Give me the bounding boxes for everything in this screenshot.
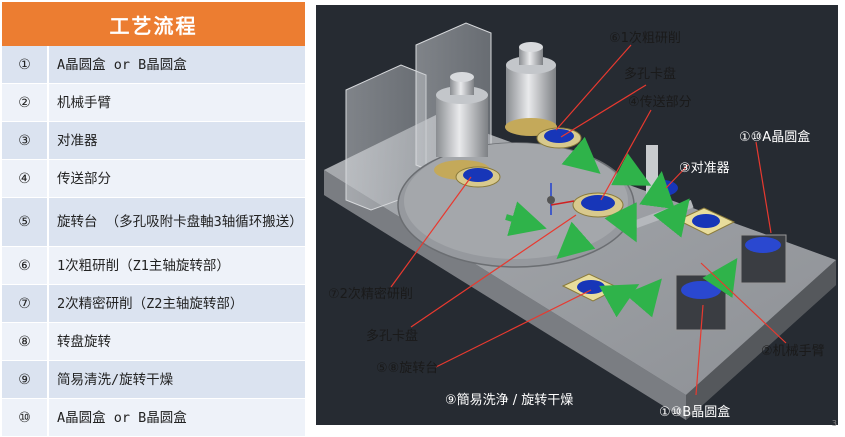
turntable-axis bbox=[547, 183, 575, 215]
fine-grinding-spindle bbox=[434, 72, 490, 180]
row-text: 简易清洗/旋转干燥 bbox=[57, 371, 174, 388]
row-number: ② bbox=[2, 84, 49, 121]
row-number: ⑥ bbox=[2, 247, 49, 284]
label-rough-grinding: ⑥1次粗研削 bbox=[609, 31, 681, 46]
flow-arrows bbox=[505, 136, 738, 318]
label-fine-grinding: ⑦2次精密研削 bbox=[328, 287, 413, 302]
label-aligner: ③对准器 bbox=[679, 161, 730, 176]
table-row: ② 机械手臂 bbox=[2, 84, 305, 122]
label-turntable: ⑤⑧旋转台 bbox=[376, 361, 439, 376]
row-text: 旋转台 （多孔吸附卡盘軸3轴循环搬送） bbox=[57, 214, 303, 230]
table-row: ⑥ 1次粗研削（Z1主轴旋转部） bbox=[2, 247, 305, 285]
row-text: 转盘旋转 bbox=[57, 333, 111, 350]
table-title: 工艺流程 bbox=[2, 2, 305, 46]
table-row: ⑨ 简易清洗/旋转干燥 bbox=[2, 361, 305, 399]
process-table: 工艺流程 ① A晶圆盒 or B晶圆盒 ② 机械手臂 ③ 对准器 ④ 传送部分 ⑤ 旋转台 （多孔… bbox=[2, 2, 305, 437]
table-rows: ① A晶圆盒 or B晶圆盒 ② 机械手臂 ③ 对准器 ④ 传送部分 ⑤ 旋转台 （多孔吸附卡盘軸… bbox=[2, 46, 305, 437]
label-cassette-a: ①⑩A晶圆盒 bbox=[739, 130, 811, 145]
row-number: ⑨ bbox=[2, 361, 49, 398]
leader-lines bbox=[390, 44, 787, 396]
table-row: ⑦ 2次精密研削（Z2主轴旋转部） bbox=[2, 285, 305, 323]
table-row: ⑩ A晶圆盒 or B晶圆盒 bbox=[2, 399, 305, 437]
row-number: ① bbox=[2, 46, 49, 83]
row-number: ③ bbox=[2, 122, 49, 159]
label-chuck-top: 多孔卡盘 bbox=[624, 67, 677, 82]
label-robot-arm: ②机械手臂 bbox=[761, 344, 825, 359]
label-clean-dry: ⑨簡易洗浄 / 旋转干燥 bbox=[445, 393, 574, 408]
row-text: A晶圆盒 or B晶圆盒 bbox=[57, 409, 187, 426]
row-number: ⑦ bbox=[2, 285, 49, 322]
table-row: ① A晶圆盒 or B晶圆盒 bbox=[2, 46, 305, 84]
row-text: A晶圆盒 or B晶圆盒 bbox=[57, 56, 187, 73]
row-text: 传送部分 bbox=[57, 170, 111, 187]
label-cassette-b: ①⑩B晶圆盒 bbox=[659, 405, 731, 420]
table-row: ⑤ 旋转台 （多孔吸附卡盘軸3轴循环搬送） bbox=[2, 198, 305, 247]
label-chuck-bottom: 多孔卡盘 bbox=[366, 329, 419, 344]
table-row: ③ 对准器 bbox=[2, 122, 305, 160]
row-number: ⑩ bbox=[2, 399, 49, 436]
machine-diagram: ⑥1次粗研削 多孔卡盘 ④传送部分 ③对准器 ①⑩A晶圆盒 ⑦2次精密研削 多孔… bbox=[316, 5, 838, 425]
rough-grinding-spindle bbox=[505, 42, 557, 136]
row-number: ④ bbox=[2, 160, 49, 197]
label-transfer: ④传送部分 bbox=[628, 95, 692, 110]
row-text: 2次精密研削（Z2主轴旋转部） bbox=[57, 295, 244, 312]
row-number: ⑤ bbox=[2, 198, 49, 246]
table-row: ⑧ 转盘旋转 bbox=[2, 323, 305, 361]
row-text: 1次粗研削（Z1主轴旋转部） bbox=[57, 257, 230, 274]
page-number: 3 bbox=[831, 419, 837, 428]
table-row: ④ 传送部分 bbox=[2, 160, 305, 198]
machine-illustration bbox=[324, 22, 836, 420]
row-text: 对准器 bbox=[57, 132, 98, 149]
row-text: 机械手臂 bbox=[57, 94, 111, 111]
row-number: ⑧ bbox=[2, 323, 49, 360]
